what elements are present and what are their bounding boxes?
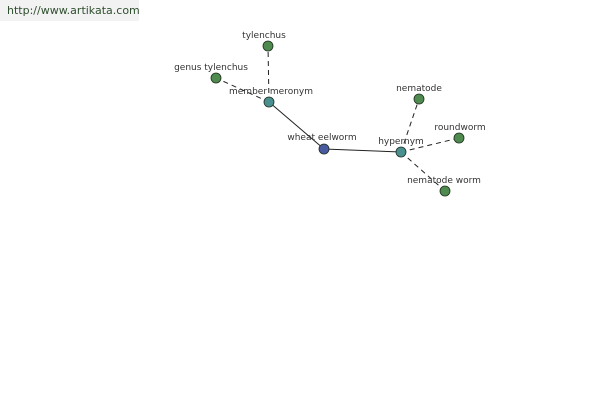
- node-label-nematode-worm: nematode worm: [407, 176, 481, 186]
- watermark-url[interactable]: http://www.artikata.com: [0, 0, 140, 21]
- node-label-member-meronym: member meronym: [229, 87, 313, 97]
- graph-nodes: [210, 40, 465, 197]
- node-label-tylenchus: tylenchus: [242, 31, 286, 41]
- node-label-hypernym: hypernym: [378, 137, 424, 147]
- edge-hypernym-to-nematode: [400, 98, 420, 153]
- edge-hypernym-to-roundworm: [400, 137, 460, 153]
- edge-member-meronym-to-tylenchus: [267, 45, 270, 103]
- edge-wheat-eelworm-to-member-meronym: [268, 101, 325, 150]
- node-nematode-worm[interactable]: [439, 185, 451, 197]
- node-label-nematode: nematode: [396, 84, 442, 94]
- node-label-roundworm: roundworm: [434, 123, 485, 133]
- node-nematode[interactable]: [413, 93, 425, 105]
- edge-member-meronym-to-genus-tylenchus: [215, 77, 270, 103]
- node-label-wheat-eelworm: wheat eelworm: [287, 133, 356, 143]
- node-tylenchus[interactable]: [262, 40, 274, 52]
- graph-labels: wheat eelworm member meronym hypernym tylen…: [174, 31, 486, 186]
- edge-hypernym-to-nematode-worm: [400, 151, 446, 192]
- node-roundworm[interactable]: [453, 132, 465, 144]
- node-hypernym[interactable]: [395, 146, 407, 158]
- graph-edges: [215, 45, 460, 192]
- node-label-genus-tylenchus: genus tylenchus: [174, 63, 248, 73]
- node-member-meronym[interactable]: [263, 96, 275, 108]
- node-genus-tylenchus[interactable]: [210, 72, 222, 84]
- node-wheat-eelworm[interactable]: [318, 143, 330, 155]
- edge-wheat-eelworm-to-hypernym: [323, 148, 402, 153]
